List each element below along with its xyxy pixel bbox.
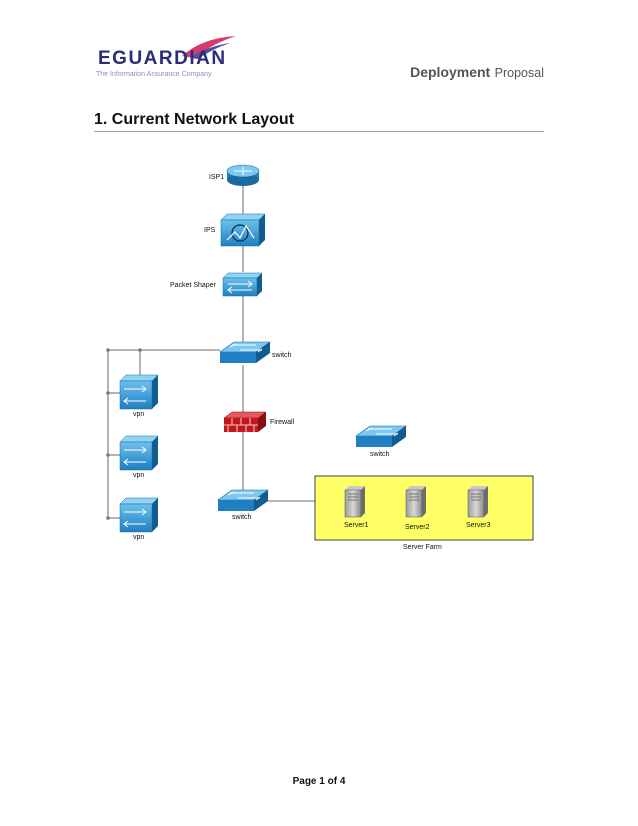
vpn-device-1-icon [119,374,159,410]
firewall-icon [223,411,267,432]
vpn-device-2-icon [119,435,159,471]
document-header-title: Deployment Proposal [410,64,544,82]
header-word-deployment: Deployment [410,64,491,80]
server-1-label: Server1 [344,522,369,529]
switch-top-icon [219,341,271,363]
vpn-2-label: vpn [133,472,144,479]
server-2-icon [405,486,426,518]
heading-divider [94,131,544,132]
switch-bottom-label: switch [232,514,252,521]
firewall-label: Firewall [270,419,295,426]
page-number: Page 1 of 4 [292,776,346,787]
ips-device-icon [220,213,266,247]
server-3-icon [467,486,488,518]
logo-swoosh-icon [182,36,236,59]
vpn-1-label: vpn [133,411,144,418]
isp-label: ISP1 [209,174,224,181]
section-heading: 1. Current Network Layout [94,111,295,128]
logo-tagline: The Information Assurance Company [96,71,212,78]
company-logo: EGUARDIAN The Information Assurance Comp… [90,34,240,84]
connection-lines [107,186,315,519]
network-diagram: ISP1 IPS Packet Shaper switch [106,164,534,551]
packet-shaper-icon [222,272,263,297]
vpn-3-label: vpn [133,534,144,541]
server-farm-label: Server Farm [403,544,442,551]
connection-endpoints [106,348,142,520]
header-word-proposal: Proposal [494,66,544,80]
server-2-label: Server2 [405,524,430,531]
packet-shaper-label: Packet Shaper [170,282,217,289]
switch-standalone-icon [355,425,407,447]
switch-standalone-label: switch [370,451,390,458]
isp-router-icon [226,164,260,186]
vpn-device-3-icon [119,497,159,533]
ips-label: IPS [204,227,216,234]
logo-wordmark: EGUARDIAN [98,48,227,69]
server-1-icon [344,486,365,518]
server-3-label: Server3 [466,522,491,529]
switch-bottom-icon [217,489,269,511]
switch-top-label: switch [272,352,292,359]
